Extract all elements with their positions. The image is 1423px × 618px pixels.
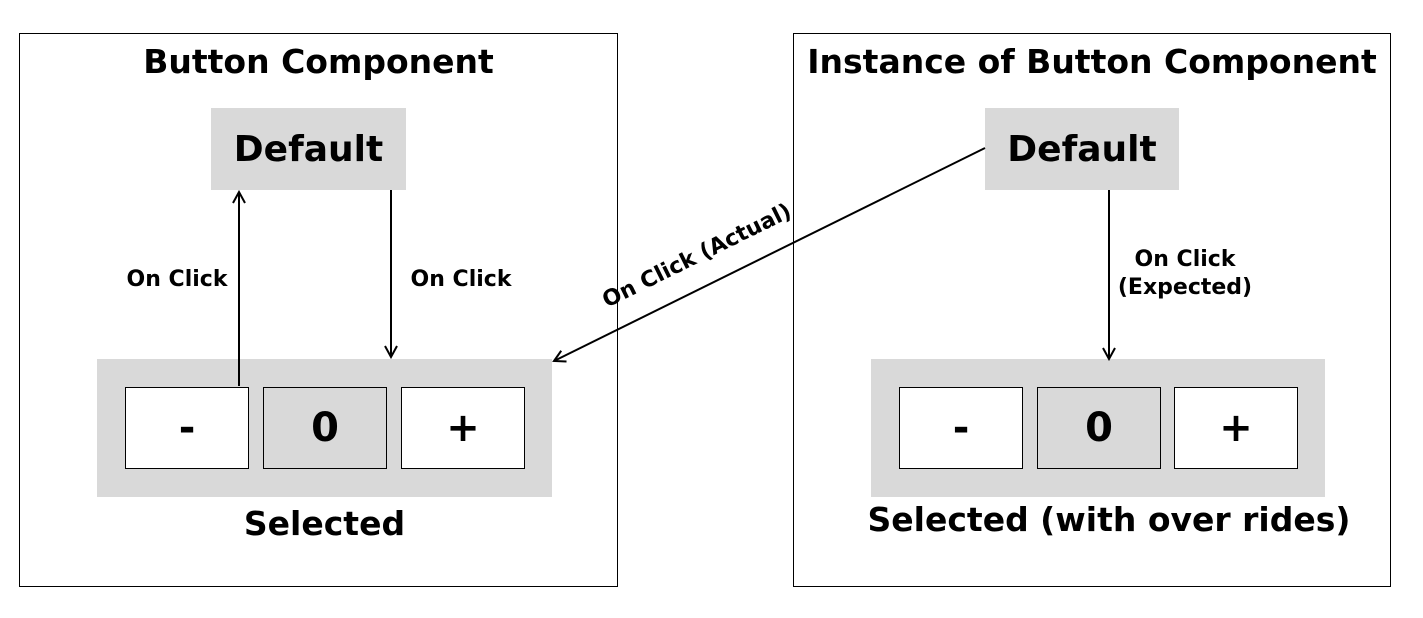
left-plus-button[interactable]: + [401, 387, 525, 469]
right-default-state-box: Default [985, 108, 1179, 190]
left-default-state-box: Default [211, 108, 406, 190]
right-selected-stepper: - 0 + [871, 359, 1325, 497]
left-value-display: 0 [263, 387, 387, 469]
right-arrow-label: On Click (Expected) [1115, 246, 1255, 302]
left-arrow-down-label: On Click [410, 267, 512, 292]
left-selected-stepper: - 0 + [97, 359, 552, 497]
right-plus-button[interactable]: + [1174, 387, 1298, 469]
left-minus-button[interactable]: - [125, 387, 249, 469]
right-panel-title: Instance of Button Component [807, 42, 1377, 81]
right-value-display: 0 [1037, 387, 1161, 469]
cross-arrow-label: On Click (Actual) [599, 199, 796, 313]
right-arrow-label-line1: On Click [1134, 247, 1236, 272]
left-selected-caption: Selected [243, 504, 406, 543]
right-minus-button[interactable]: - [899, 387, 1023, 469]
left-arrow-up-label: On Click [126, 267, 228, 292]
right-selected-caption: Selected (with over rides) [867, 500, 1351, 539]
right-arrow-label-line2: (Expected) [1117, 275, 1253, 300]
left-panel-title: Button Component [143, 42, 494, 81]
